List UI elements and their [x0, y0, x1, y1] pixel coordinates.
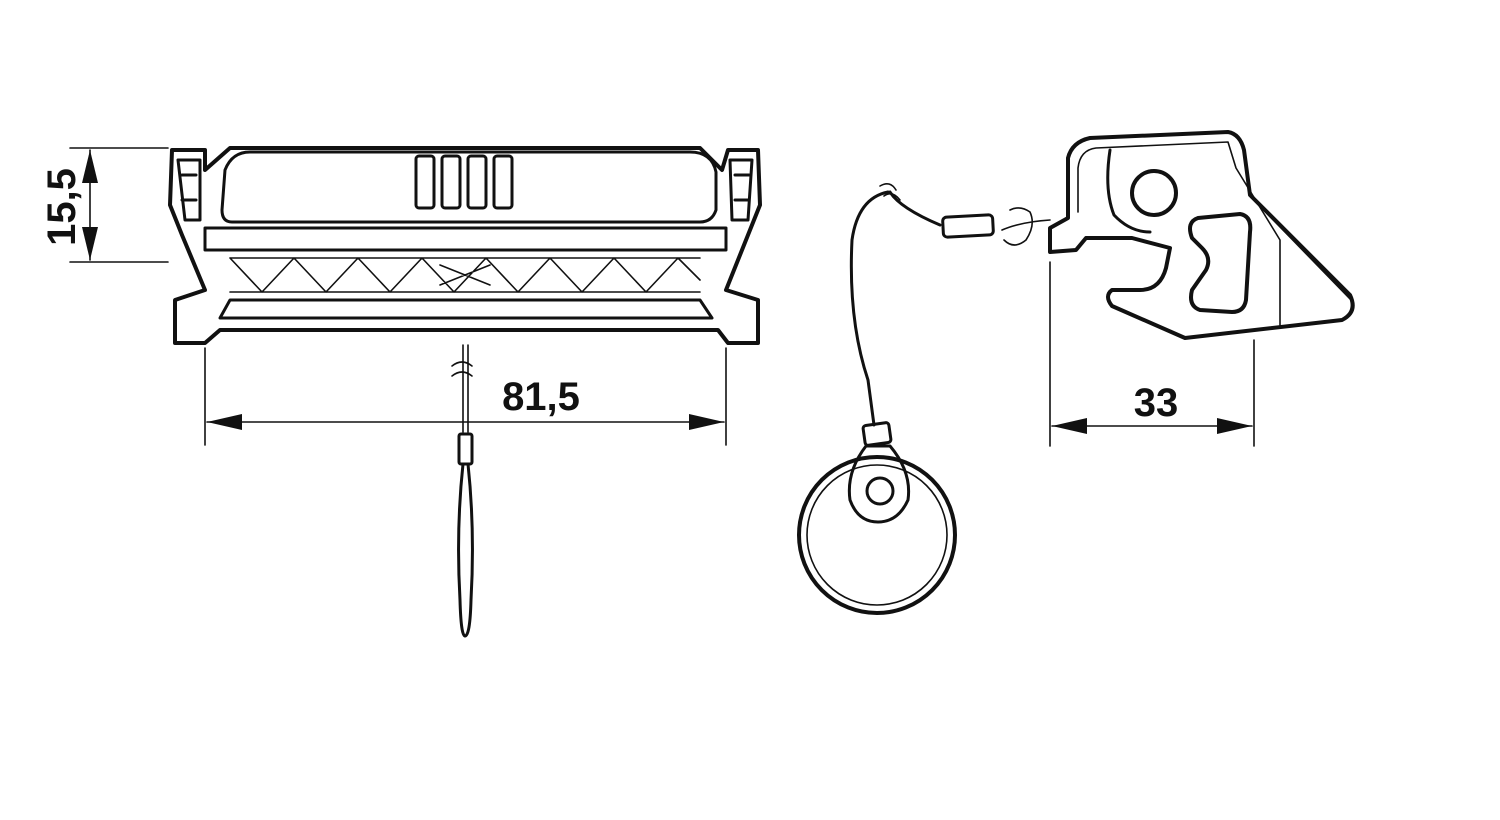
- front-lower-plate: [218, 298, 714, 320]
- arrowhead-left: [1052, 418, 1087, 434]
- side-tag-disc-inner: [806, 464, 948, 606]
- front-cord-sleeve: [457, 432, 474, 466]
- side-window: [1188, 212, 1253, 314]
- dimension-label: 15,5: [40, 168, 84, 246]
- dimension-width: 81,5: [204, 347, 727, 446]
- side-tag-disc: [797, 455, 957, 615]
- front-truss: [229, 257, 701, 293]
- grip-slot: [440, 154, 462, 210]
- front-cord: [462, 344, 469, 433]
- dimension-height: 15,5: [40, 147, 169, 263]
- arrowhead-up: [82, 150, 98, 183]
- grip-slot: [414, 154, 436, 210]
- front-right-ear: [728, 158, 754, 222]
- dimension-label: 81,5: [502, 375, 580, 419]
- side-tag-eyelet: [847, 444, 911, 524]
- side-diagonal: [1248, 193, 1354, 302]
- front-lid: [220, 150, 718, 224]
- side-inner-panel: [1077, 141, 1281, 326]
- arrowhead-right: [1217, 418, 1252, 434]
- front-tag-edge: [457, 462, 474, 638]
- grip-slot: [492, 154, 514, 210]
- arrowhead-left: [207, 414, 242, 430]
- front-cord-break: [451, 361, 473, 377]
- side-cord-loop: [1001, 207, 1051, 246]
- side-cord-break: [879, 182, 901, 201]
- front-left-ear: [176, 158, 202, 222]
- side-tag-hole: [865, 476, 895, 506]
- side-crimp-sleeve: [941, 213, 995, 239]
- arrowhead-down: [82, 227, 98, 260]
- grip-slots: [414, 154, 514, 210]
- grip-slot: [466, 154, 488, 210]
- dimension-length: 33: [1049, 261, 1255, 447]
- side-body-outline: [1048, 130, 1355, 340]
- dimension-label: 33: [1134, 381, 1179, 425]
- side-view: [797, 130, 1355, 615]
- front-base-bar: [203, 226, 728, 252]
- arrowhead-right: [689, 414, 724, 430]
- front-view: [168, 146, 762, 638]
- side-hole: [1130, 169, 1178, 217]
- front-body-outline: [168, 146, 762, 345]
- side-cord: [849, 190, 942, 427]
- side-lever-edge: [1106, 148, 1152, 234]
- side-tag-sleeve: [861, 421, 893, 447]
